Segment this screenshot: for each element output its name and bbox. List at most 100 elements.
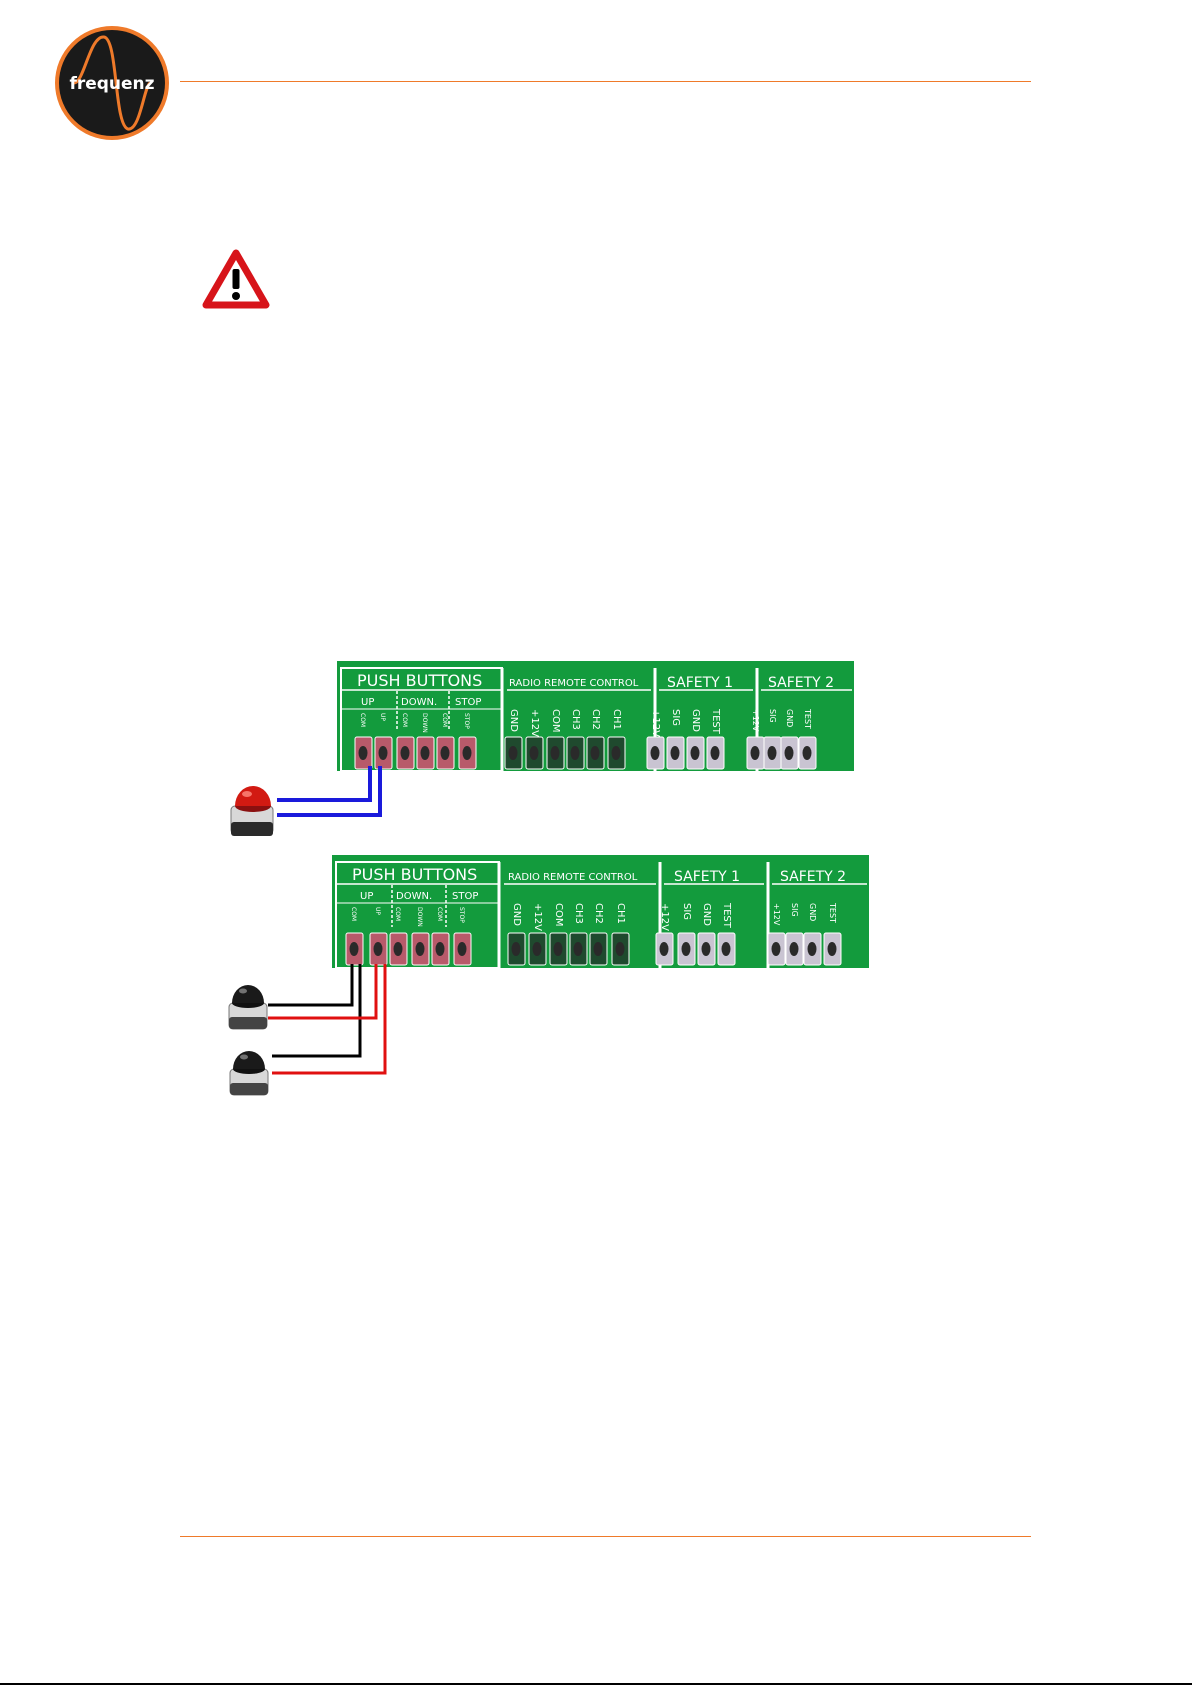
safety-2-terminal-screw	[771, 942, 781, 956]
safety-2-terminal-screw	[789, 942, 799, 956]
warning-triangle-icon	[202, 249, 270, 309]
footer-divider	[180, 1536, 1031, 1537]
radio-terminal-screw	[593, 942, 603, 956]
label-up: UP	[360, 891, 373, 902]
pin-label-radio: GND	[508, 709, 519, 732]
pcb-terminal-board-bottom: PUSH BUTTONS UP DOWN. STOP RADIO REMOTE …	[332, 855, 869, 968]
page-bottom-border	[0, 1683, 1192, 1685]
pin-label-radio: +12V	[532, 903, 543, 931]
pin-label-safety-1: +12V	[650, 709, 661, 737]
push-button-terminal-screw	[415, 942, 425, 956]
pin-label-safety-2: +12V	[751, 709, 760, 732]
blue-wires	[277, 766, 382, 817]
radio-terminal-screw	[508, 746, 518, 760]
pin-label-stop: STOP	[458, 907, 465, 923]
radio-terminal-screw	[590, 746, 600, 760]
push-button-terminal-screw	[420, 746, 430, 760]
push-button-terminal-screw	[358, 746, 368, 760]
red-pushbutton	[227, 776, 279, 838]
red-wires	[268, 964, 387, 1075]
radio-terminal-screw	[570, 746, 580, 760]
push-button-terminal-screw	[349, 942, 359, 956]
pin-label-safety-2: TEST	[828, 902, 837, 923]
pin-label-safety-2: SIG	[768, 709, 777, 723]
safety-2-terminal-screw	[784, 746, 794, 760]
push-button-terminal-screw	[440, 746, 450, 760]
push-button-terminal-screw	[393, 942, 403, 956]
label-safety-2: SAFETY 2	[780, 869, 846, 885]
pin-label-radio: CH3	[570, 709, 581, 730]
safety-1-terminal-screw	[701, 942, 711, 956]
safety-1-terminal-screw	[659, 942, 669, 956]
safety-1-terminal-screw	[690, 746, 700, 760]
header-divider	[180, 81, 1031, 82]
safety-1-terminal-screw	[670, 746, 680, 760]
pcb-board-graphic-bottom: PUSH BUTTONS UP DOWN. STOP RADIO REMOTE …	[332, 855, 869, 968]
radio-terminal-screw	[532, 942, 542, 956]
label-push-buttons: PUSH BUTTONS	[357, 671, 482, 690]
radio-terminal-screw	[511, 942, 521, 956]
pin-label-com: COM	[394, 907, 401, 921]
pin-label-safety-2: TEST	[803, 708, 812, 729]
label-radio-remote-control: RADIO REMOTE CONTROL	[508, 872, 638, 883]
radio-terminal-screw	[573, 942, 583, 956]
label-safety-1: SAFETY 1	[667, 675, 733, 691]
pcb-board-graphic-top: PUSH BUTTONS UP DOWN. STOP RADIO REMOTE …	[337, 661, 854, 771]
label-radio-remote-control: RADIO REMOTE CONTROL	[509, 678, 639, 689]
pin-label-stop: STOP	[463, 713, 470, 729]
pin-label-radio: CH3	[573, 903, 584, 924]
safety-2-terminal-screw	[827, 942, 837, 956]
pin-label-radio: COM	[550, 709, 561, 732]
pin-label-down: DOWN	[421, 713, 428, 733]
radio-terminal-screw	[553, 942, 563, 956]
pin-label-safety-2: SIG	[790, 903, 799, 917]
safety-1-terminal-screw	[681, 942, 691, 956]
push-button-terminal-screw	[435, 942, 445, 956]
pin-label-radio: +12V	[529, 709, 540, 737]
pin-label-radio: GND	[511, 903, 522, 926]
pin-label-com: COM	[350, 907, 357, 921]
label-safety-1: SAFETY 1	[674, 869, 740, 885]
pin-label-com: COM	[401, 713, 408, 727]
safety-2-terminal-screw	[767, 746, 777, 760]
push-button-terminal-screw	[373, 942, 383, 956]
label-stop: STOP	[455, 697, 481, 708]
pin-label-down: DOWN	[416, 907, 423, 927]
black-wires	[268, 964, 362, 1058]
black-pushbutton-up	[226, 977, 272, 1033]
label-down: DOWN.	[396, 891, 432, 902]
pin-label-radio: CH1	[611, 709, 622, 730]
radio-terminal-screw	[529, 746, 539, 760]
safety-2-terminal-screw	[807, 942, 817, 956]
pin-label-safety-1: TEST	[721, 902, 732, 929]
safety-1-terminal-screw	[721, 942, 731, 956]
pin-label-safety-1: TEST	[710, 708, 721, 735]
logo-wordmark: frequenz	[69, 74, 154, 94]
pin-label-com: COM	[436, 907, 443, 921]
black-pushbutton-down	[227, 1043, 273, 1099]
label-stop: STOP	[452, 891, 478, 902]
safety-2-terminal-screw	[750, 746, 760, 760]
pin-label-radio: CH2	[593, 903, 604, 924]
pin-label-safety-1: SIG	[670, 709, 681, 726]
pin-label-safety-2: GND	[785, 709, 794, 727]
pin-label-safety-1: SIG	[681, 903, 692, 920]
radio-terminal-screw	[550, 746, 560, 760]
pin-label-com: COM	[359, 713, 366, 727]
pin-label-com: COM	[441, 713, 448, 727]
pin-label-up: UP	[379, 713, 386, 721]
pin-label-radio: COM	[553, 903, 564, 926]
pin-label-safety-1: GND	[701, 903, 712, 926]
pin-label-safety-2: GND	[808, 903, 817, 921]
radio-terminal-screw	[611, 746, 621, 760]
frequenz-logo: frequenz	[54, 25, 170, 141]
safety-2-terminal-screw	[802, 746, 812, 760]
label-down: DOWN.	[401, 697, 437, 708]
push-button-terminal-screw	[378, 746, 388, 760]
push-button-terminal-screw	[462, 746, 472, 760]
safety-1-terminal-screw	[650, 746, 660, 760]
label-safety-2: SAFETY 2	[768, 675, 834, 691]
pin-label-safety-1: GND	[690, 709, 701, 732]
safety-1-terminal-screw	[710, 746, 720, 760]
